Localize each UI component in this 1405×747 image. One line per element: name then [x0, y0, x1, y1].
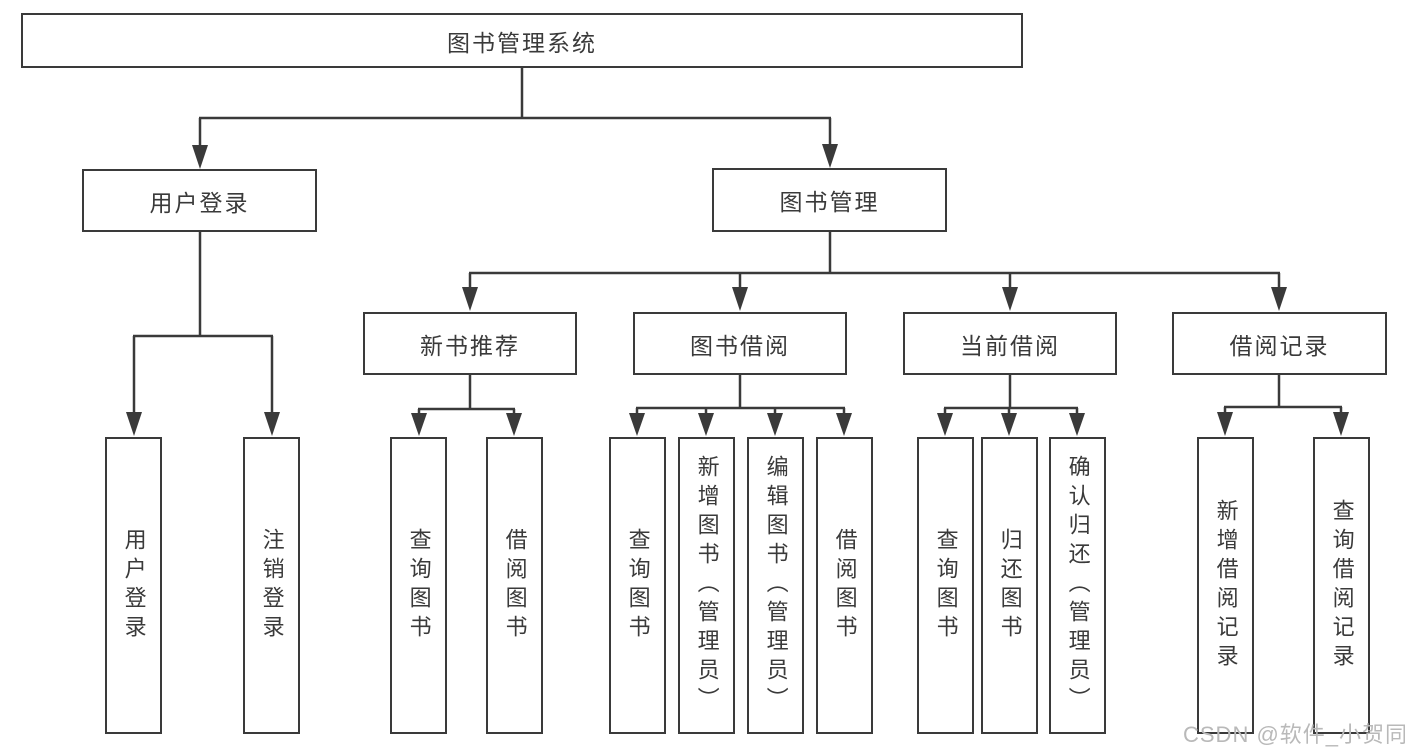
leaf-cb-confirm-return-admin: 确认归还（管理员）: [1049, 437, 1106, 734]
leaf-br-add-record: 新增借阅记录: [1197, 437, 1254, 734]
watermark: CSDN @软件_小贺同学: [1183, 722, 1405, 747]
leaf-bb-query-books: 查询图书: [609, 437, 666, 734]
leaf-bb-borrow-books: 借阅图书: [816, 437, 873, 734]
leaf-bb-add-books-admin: 新增图书（管理员）: [678, 437, 735, 734]
node-current-borrow: 当前借阅: [903, 312, 1117, 375]
node-book-borrow: 图书借阅: [633, 312, 847, 375]
node-borrow-records: 借阅记录: [1172, 312, 1387, 375]
node-book-management: 图书管理: [712, 168, 947, 232]
leaf-nbr-borrow-books: 借阅图书: [486, 437, 543, 734]
leaf-user-login: 用户登录: [105, 437, 162, 734]
leaf-logout: 注销登录: [243, 437, 300, 734]
leaf-br-query-record: 查询借阅记录: [1313, 437, 1370, 734]
leaf-nbr-query-books: 查询图书: [390, 437, 447, 734]
leaf-bb-edit-books-admin: 编辑图书（管理员）: [747, 437, 804, 734]
node-new-book-recommend: 新书推荐: [363, 312, 577, 375]
node-root: 图书管理系统: [21, 13, 1023, 68]
leaf-cb-query-books: 查询图书: [917, 437, 974, 734]
leaf-cb-return-books: 归还图书: [981, 437, 1038, 734]
node-user-login: 用户登录: [82, 169, 317, 232]
